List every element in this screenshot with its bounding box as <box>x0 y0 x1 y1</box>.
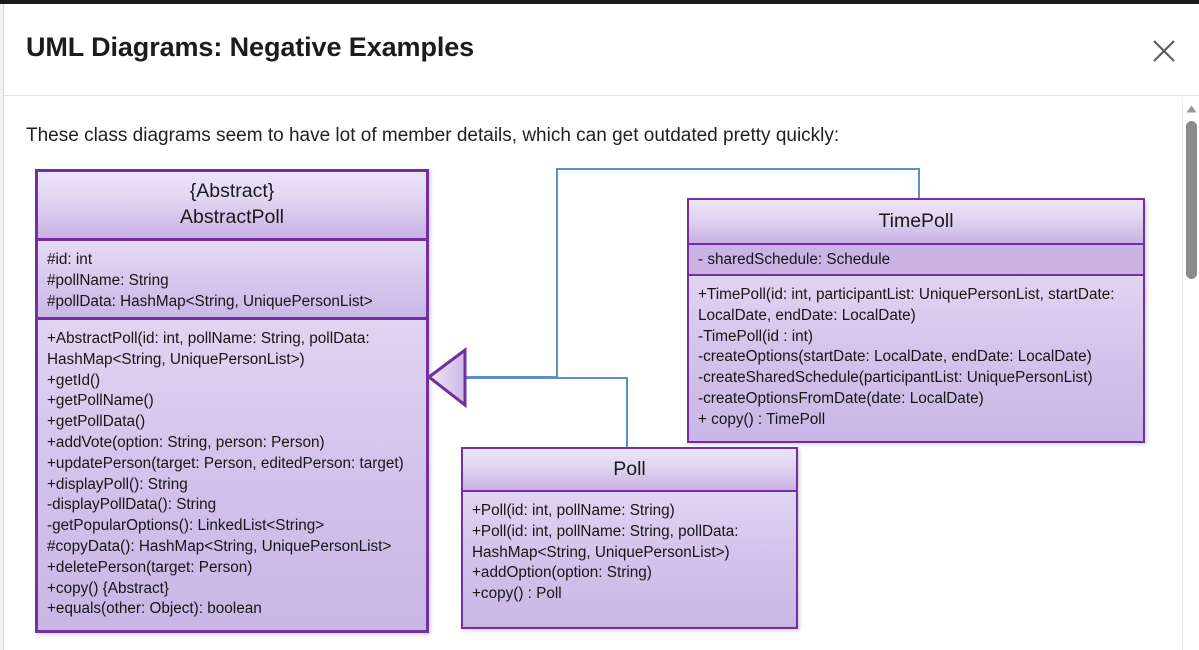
class-attributes-abstractpoll: #id: int #pollName: String #pollData: Ha… <box>35 241 429 320</box>
class-methods-poll: +Poll(id: int, pollName: String) +Poll(i… <box>461 492 798 629</box>
uml-canvas: {Abstract} AbstractPoll #id: int #pollNa… <box>4 97 1195 650</box>
method-item: +AbstractPoll(id: int, pollName: String,… <box>47 330 374 368</box>
vertical-scrollbar[interactable] <box>1182 97 1199 650</box>
method-item: +deletePerson(target: Person) <box>47 558 253 576</box>
method-item: +displayPoll(): String <box>47 475 188 493</box>
method-item: +getPollData() <box>47 413 146 431</box>
class-name: Poll <box>613 458 646 480</box>
method-item: +equals(other: Object): boolean <box>47 600 262 618</box>
page-title: UML Diagrams: Negative Examples <box>26 32 475 62</box>
class-name: AbstractPoll <box>179 206 285 228</box>
class-name: TimePoll <box>878 210 954 232</box>
attribute-item: #id: int <box>47 251 93 268</box>
intro-paragraph: These class diagrams seem to have lot of… <box>26 125 840 146</box>
close-button[interactable] <box>1143 30 1185 72</box>
attribute-item: - sharedSchedule: Schedule <box>698 251 891 268</box>
method-item: +updatePerson(target: Person, editedPers… <box>47 454 404 472</box>
attribute-item: #pollName: String <box>47 271 169 289</box>
method-item: -createOptionsFromDate(date: LocalDate) <box>698 389 984 407</box>
method-item: -getPopularOptions(): LinkedList<String> <box>47 517 325 535</box>
method-item: +TimePoll(id: int, participantList: Uniq… <box>698 286 1119 324</box>
method-item: +Poll(id: int, pollName: String) <box>472 502 675 519</box>
uml-class-poll[interactable]: Poll +Poll(id: int, pollName: String) +P… <box>461 447 798 629</box>
method-item: #copyData(): HashMap<String, UniquePerso… <box>47 537 392 555</box>
attribute-item: #pollData: HashMap<String, UniquePersonL… <box>47 292 373 310</box>
class-methods-abstractpoll: +AbstractPoll(id: int, pollName: String,… <box>35 320 429 634</box>
method-item: +addVote(option: String, person: Person) <box>47 433 325 451</box>
method-item: + copy() : TimePoll <box>698 410 826 428</box>
method-item: +Poll(id: int, pollName: String, pollDat… <box>472 522 743 561</box>
class-header-abstractpoll: {Abstract} AbstractPoll <box>35 169 429 241</box>
method-item: -displayPollData(): String <box>47 496 217 514</box>
class-stereotype: {Abstract} <box>189 180 275 202</box>
window-left-edge <box>0 4 4 650</box>
generalization-poll-abstractpoll <box>441 377 628 447</box>
scroll-up-button[interactable] <box>1183 101 1199 117</box>
dialog-header: UML Diagrams: Negative Examples <box>4 4 1199 96</box>
method-item: +copy() {Abstract} <box>47 579 170 597</box>
close-icon <box>1151 38 1177 64</box>
class-attributes-timepoll: - sharedSchedule: Schedule <box>687 245 1145 276</box>
method-item: +addOption(option: String) <box>472 564 652 582</box>
dialog-body: These class diagrams seem to have lot of… <box>4 97 1199 650</box>
class-header-poll: Poll <box>461 447 798 492</box>
scrollbar-thumb[interactable] <box>1186 121 1197 279</box>
uml-class-abstractpoll[interactable]: {Abstract} AbstractPoll #id: int #pollNa… <box>35 169 429 634</box>
method-item: -TimePoll(id : int) <box>698 327 814 345</box>
triangle-up-icon <box>1186 100 1197 118</box>
method-item: +getPollName() <box>47 392 154 410</box>
uml-class-timepoll[interactable]: TimePoll - sharedSchedule: Schedule +Tim… <box>687 198 1145 443</box>
method-item: -createOptions(startDate: LocalDate, end… <box>698 348 1092 366</box>
method-item: +copy() : Poll <box>472 585 562 603</box>
method-item: -createSharedSchedule(participantList: U… <box>698 369 1093 387</box>
class-header-timepoll: TimePoll <box>687 198 1145 245</box>
window-top-edge <box>0 0 1199 4</box>
method-item: +getId() <box>47 371 101 389</box>
generalization-arrowhead <box>426 347 467 409</box>
class-methods-timepoll: +TimePoll(id: int, participantList: Uniq… <box>687 276 1145 443</box>
